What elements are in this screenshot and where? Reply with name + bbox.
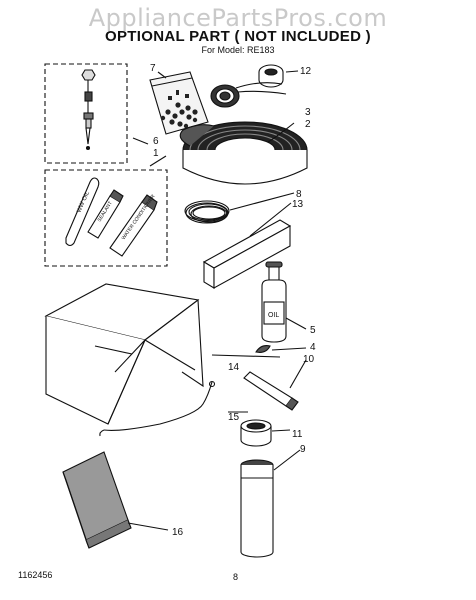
coil-strip-2-illustration [179, 121, 308, 185]
tube-label-b: WATER CONDITIONER [121, 193, 157, 241]
spray-can-illustration [240, 459, 274, 558]
callout-11: 11 [292, 429, 303, 440]
tape-roll-11-illustration [240, 419, 272, 447]
diagram-title: OPTIONAL PART ( NOT INCLUDED ) [105, 28, 371, 45]
callout-14: 14 [228, 362, 240, 373]
callout-numbers: 7 12 3 2 6 1 8 13 5 4 10 14 15 11 9 16 [150, 63, 316, 538]
document-number: 1162456 [18, 570, 53, 580]
sealant-tube-illustration: SEALANT [87, 189, 124, 239]
callout-12: 12 [300, 66, 312, 77]
unit-cover-illustration [44, 283, 204, 425]
valve-assembly-illustration [81, 69, 96, 151]
drain-tube-illustration [99, 380, 216, 437]
page-number: 8 [233, 572, 239, 582]
callout-5: 5 [310, 325, 316, 336]
coiled-tubing-illustration [184, 200, 230, 224]
small-tube-illustration [243, 371, 299, 411]
callout-16: 16 [172, 527, 184, 538]
leader-lines [127, 70, 307, 531]
valve-kit-box [44, 63, 128, 164]
callout-8: 8 [296, 189, 302, 200]
callout-9: 9 [300, 444, 306, 455]
callout-15: 15 [228, 412, 240, 423]
callout-10: 10 [303, 354, 315, 365]
hardware-bag-illustration [149, 71, 209, 135]
callout-13: 13 [292, 199, 304, 210]
oil-label: OIL [268, 312, 279, 319]
sealant-kit-box [44, 169, 168, 267]
callout-2: 2 [305, 119, 311, 130]
coil-strip-3-illustration [210, 82, 283, 108]
callout-3: 3 [305, 107, 311, 118]
filter-pad-illustration [62, 451, 132, 549]
watermark: AppliancePartsPros.com [88, 4, 388, 32]
foam-block-illustration [202, 219, 292, 289]
callout-4: 4 [310, 342, 316, 353]
model-subtitle: For Model: RE183 [201, 45, 275, 55]
nozzle-illustration [255, 345, 271, 353]
callout-6: 6 [153, 136, 159, 147]
oil-bottle-illustration: OIL [261, 261, 287, 343]
callout-7: 7 [150, 63, 156, 74]
callout-1: 1 [153, 148, 159, 159]
